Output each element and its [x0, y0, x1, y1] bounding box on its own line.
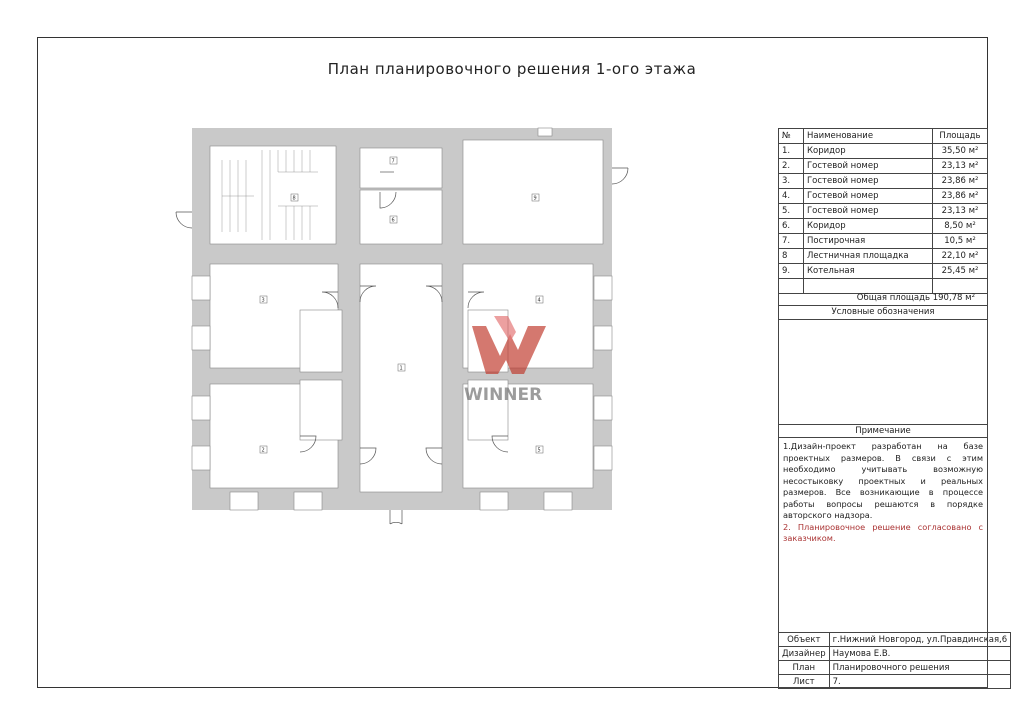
total-area: Общая площадь 190,78 м²: [778, 292, 988, 306]
col-area-header: Площадь: [932, 128, 988, 144]
room-label-5: 5: [538, 448, 541, 454]
room-6-corridor: [359, 189, 443, 245]
note-1: 1.Дизайн-проект разработан на базе проек…: [783, 441, 983, 520]
designer-label: Дизайнер: [778, 646, 830, 661]
room-1-corridor: [359, 263, 443, 493]
room-label-8: 8: [293, 196, 296, 202]
watermark-text: WINNER: [464, 385, 542, 405]
rooms-table-header: № Наименование Площадь: [778, 128, 988, 144]
room-7-laundry: [359, 147, 443, 189]
designer-value: Наумова Е.В.: [828, 646, 1012, 661]
object-label: Объект: [778, 632, 830, 647]
room-label-7: 7: [392, 159, 395, 165]
sheet-label: Лист: [778, 674, 830, 689]
bathroom-2: [299, 379, 343, 441]
room-labels: 8 7 6 9 3 4 1 2 5: [259, 156, 544, 454]
plan-value: Планировочного решения: [828, 660, 1012, 675]
room-label-6: 6: [392, 218, 395, 224]
doors: [175, 167, 629, 525]
windows: [191, 127, 613, 511]
notes-title: Примечание: [778, 424, 988, 438]
winner-watermark-logo: WINNER: [464, 316, 546, 405]
staircase-steps: [221, 150, 318, 240]
bathroom-5: [467, 379, 509, 441]
col-num-header: №: [778, 128, 804, 144]
room-9-boiler: [462, 139, 604, 245]
room-label-2: 2: [262, 448, 265, 454]
room-label-9: 9: [534, 196, 537, 202]
room-label-4: 4: [538, 298, 541, 304]
bathroom-3: [299, 309, 343, 373]
symbols-title: Условные обозначения: [778, 306, 988, 320]
notes-body: 1.Дизайн-проект разработан на базе проек…: [783, 441, 983, 545]
room-label-1: 1: [400, 366, 403, 372]
note-2: 2. Планировочное решение согласовано с з…: [783, 521, 983, 544]
page-title: План планировочного решения 1-ого этажа: [327, 60, 697, 78]
sheet-value: 7.: [828, 674, 1012, 689]
room-8-staircase: [209, 145, 337, 245]
table-row-empty: [778, 278, 988, 294]
plan-label: План: [778, 660, 830, 675]
room-label-3: 3: [262, 298, 265, 304]
object-value: г.Нижний Новгород, ул.Правдинская,6: [828, 632, 1012, 647]
col-name-header: Наименование: [803, 128, 933, 144]
